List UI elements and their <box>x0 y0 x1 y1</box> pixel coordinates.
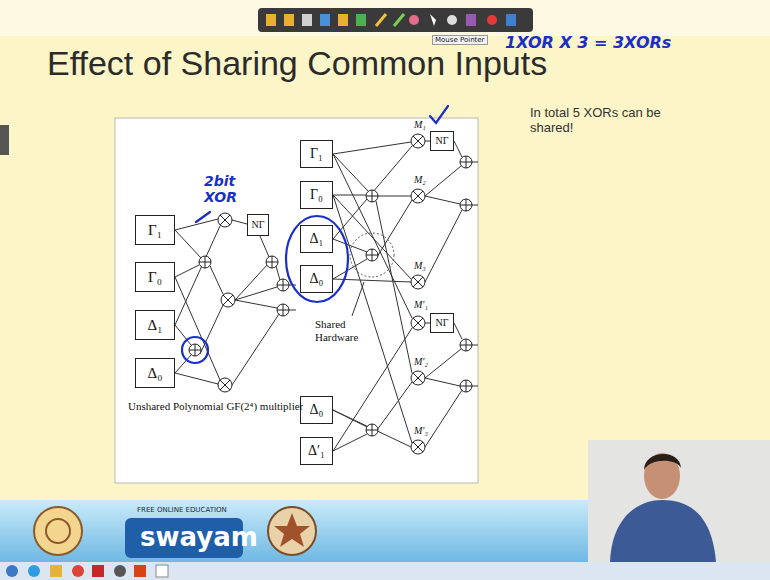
xor-symbol <box>366 424 378 436</box>
box-label: Γ₁ <box>310 147 323 161</box>
top-strip <box>0 0 770 36</box>
logo <box>268 507 316 555</box>
signal-box: Δ₀ <box>300 265 333 293</box>
signal-box: Δ′₁ <box>300 437 333 465</box>
slide-note: In total 5 XORs can be shared! <box>530 106 675 136</box>
box-label: Γ₀ <box>148 270 162 285</box>
signal-name: M₂ <box>413 174 427 186</box>
banner <box>0 500 770 562</box>
signal-box: Δ₀ <box>135 358 175 388</box>
toolbar-icons <box>266 14 516 26</box>
figure-caption: Unshared Polynomial GF(2⁴) multiplier <box>128 400 303 413</box>
xor-symbol <box>189 344 201 356</box>
ink-annotation <box>182 106 448 363</box>
brand-name: swayam <box>140 523 258 553</box>
multiplier-symbol <box>411 316 425 330</box>
xor-symbol <box>460 156 472 168</box>
multiplier-symbol <box>221 293 235 307</box>
signal-name: M₃ <box>413 260 427 272</box>
multiplier-symbol <box>218 378 232 392</box>
side-tab <box>0 125 9 155</box>
signal-box: Γ₁ <box>300 140 333 168</box>
multiplier-symbol <box>411 371 425 385</box>
box-label: NΓ <box>435 318 448 328</box>
multiplier-symbol <box>411 189 425 203</box>
box-label: Δ₁ <box>310 232 324 246</box>
signal-box: Γ₁ <box>135 215 175 245</box>
logo <box>34 507 82 555</box>
xor-symbol <box>460 199 472 211</box>
multiplier-symbol <box>411 134 425 148</box>
handwritten-note: 1XOR X 3 = 3XORs <box>505 34 671 52</box>
handwritten-note: 2bit XOR <box>204 173 244 205</box>
signal-box: Γ₀ <box>300 181 333 209</box>
signal-name: M′₂ <box>413 356 429 368</box>
multiplier-symbol <box>411 275 425 289</box>
video-frame <box>588 440 770 562</box>
box-label: Γ₁ <box>148 223 162 238</box>
xor-symbol <box>266 256 278 268</box>
signal-name: M′₁ <box>413 299 429 311</box>
shared-region <box>350 233 394 277</box>
box-label: Δ₀ <box>148 366 163 381</box>
box-label: Γ₀ <box>310 188 323 202</box>
presenter <box>644 454 681 470</box>
signal-box: Γ₀ <box>135 262 175 292</box>
xor-symbol <box>366 249 378 261</box>
taskbar-icons <box>6 565 168 577</box>
box-label: Δ₀ <box>310 403 324 417</box>
box-label: NΓ <box>251 220 264 230</box>
leader-line <box>352 282 364 316</box>
signal-name: M′₃ <box>413 425 429 437</box>
presenter <box>644 453 680 499</box>
box-label: Δ′₁ <box>308 444 325 458</box>
logo <box>46 519 70 543</box>
slide-title: Effect of Sharing Common Inputs <box>47 44 547 83</box>
logo <box>274 513 310 547</box>
signal-box: NΓ <box>430 131 454 151</box>
box-label: Δ₁ <box>148 318 163 333</box>
banner-text: FREE ONLINE EDUCATION <box>137 506 227 514</box>
xor-symbol <box>277 279 289 291</box>
tooltip: Mouse Pointer <box>432 35 488 45</box>
presenter <box>610 500 716 562</box>
signal-box: NΓ <box>430 313 454 333</box>
wires <box>333 141 478 451</box>
signal-box: Δ₀ <box>300 396 333 424</box>
signal-name: M₁ <box>413 119 427 131</box>
xor-symbol <box>199 256 211 268</box>
xor-symbol <box>277 304 289 316</box>
signal-box: Δ₁ <box>135 310 175 340</box>
multiplier-symbol <box>411 440 425 454</box>
diagram-panel <box>115 118 478 483</box>
xor-symbol <box>460 339 472 351</box>
toolbar <box>258 8 533 32</box>
taskbar <box>0 562 770 580</box>
annotation: Shared Hardware <box>315 318 367 343</box>
wires <box>175 219 296 385</box>
signal-box: Δ₁ <box>300 225 333 253</box>
box-label: Δ₀ <box>310 272 324 286</box>
box-label: NΓ <box>435 136 448 146</box>
xor-symbol <box>366 190 378 202</box>
signal-box: NΓ <box>247 214 269 236</box>
multiplier-symbol <box>218 213 232 227</box>
xor-symbol <box>460 380 472 392</box>
